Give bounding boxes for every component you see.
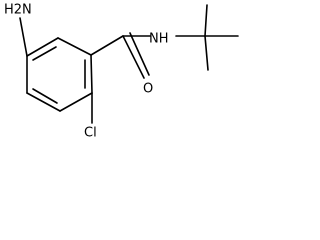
bond-ring-to-amine	[19, 17, 28, 57]
ring-double-bond-inner-2	[32, 46, 57, 61]
ring-double-bond-inner-3	[32, 88, 58, 104]
bond-carbonyl-oxygen-2	[129, 32, 150, 76]
ring-bond-c1-c2	[57, 37, 92, 56]
amide-nitrogen-label: NH	[149, 32, 169, 47]
tert-butyl-group	[175, 4, 239, 71]
ring-bond-c6-c1	[26, 37, 59, 57]
bond-tbu-methyl-up	[204, 4, 208, 37]
carbonyl-oxygen-label: O	[143, 82, 153, 97]
ring-bond-c4-c5	[26, 92, 61, 112]
amine-label: H2N	[4, 3, 32, 18]
ring-bond-c3-c4	[59, 92, 93, 112]
bond-tbu-methyl-down	[204, 35, 209, 71]
chlorine-label: Cl	[84, 126, 97, 141]
ring-bond-c2-c3	[90, 54, 93, 94]
benzene-ring	[26, 37, 93, 112]
molecule-structure: H2N NH O Cl	[4, 3, 239, 141]
bond-ring-to-carbonyl	[90, 35, 124, 56]
bond-carbonyl-oxygen-1	[122, 35, 145, 79]
